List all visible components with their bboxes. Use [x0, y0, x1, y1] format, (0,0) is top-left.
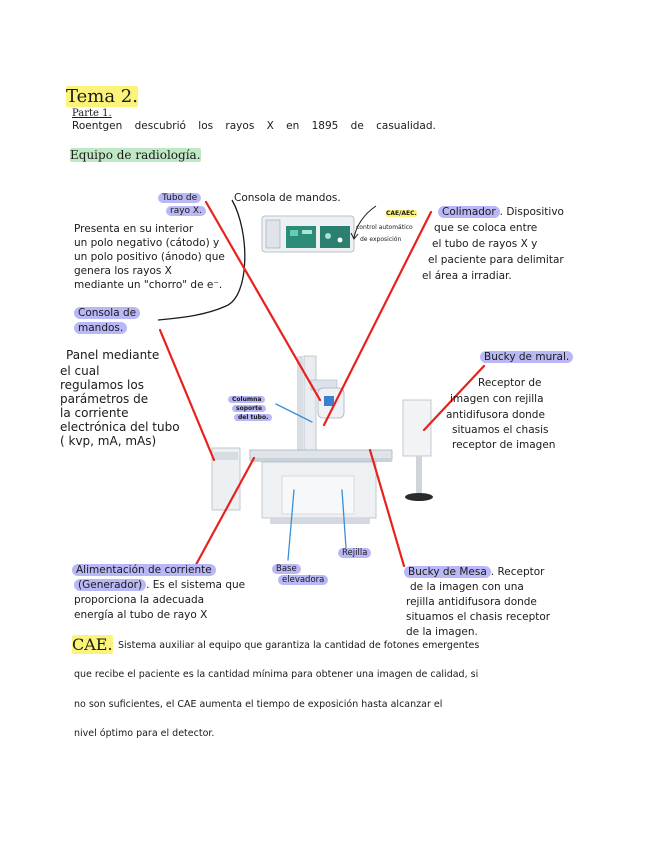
- label-tubo: Tubo de: [158, 193, 202, 204]
- bucky-mesa-description-2: de la imagen con una: [410, 581, 524, 593]
- page-title: Tema 2.: [66, 86, 138, 107]
- cae-note-1: control automático: [356, 224, 413, 231]
- label-bucky-mural: Bucky de mural.: [480, 350, 574, 364]
- cae-badge: CAE/AEC.: [386, 210, 417, 217]
- alimentacion-description-2: proporciona la adecuada: [74, 594, 205, 606]
- label-bucky-mesa: Bucky de Mesa. Receptor: [404, 565, 545, 579]
- label-alimentacion-2: (Generador). Es el sistema que: [74, 578, 245, 592]
- pointer-lines-blue: [275, 403, 347, 561]
- consola-description-7: ( kvp, mA, mAs): [60, 434, 157, 448]
- consola-description-3: regulamos los: [60, 378, 144, 392]
- label-columna-3: del tubo.: [234, 414, 273, 421]
- colimador-description-1: que se coloca entre: [434, 222, 538, 234]
- label-alimentacion: Alimentación de corriente: [72, 563, 216, 577]
- intro-line: Roentgen descubrió los rayos X en 1895 d…: [72, 120, 436, 132]
- label-tubo-2: rayo X.: [166, 206, 206, 217]
- consola-description-2: el cual: [60, 364, 100, 378]
- tubo-description-4: genera los rayos X: [74, 265, 172, 277]
- tubo-description-3: un polo positivo (ánodo) que: [74, 251, 225, 263]
- cae-line-2: que recibe el paciente es la cantidad mí…: [74, 669, 479, 680]
- tubo-description-1: Presenta en su interior: [74, 223, 194, 235]
- cae-line-4: nivel óptimo para el detector.: [74, 728, 215, 739]
- alimentacion-description-3: energía al tubo de rayo X: [74, 609, 208, 621]
- label-consola: Consola de: [74, 306, 141, 320]
- label-columna-2: soporte: [232, 405, 267, 412]
- bucky-mesa-description-4: situamos el chasis receptor: [406, 611, 551, 623]
- label-columna-1: Columna: [228, 396, 266, 403]
- bucky-mural-description-4: situamos el chasis: [452, 424, 549, 436]
- label-rejilla: Rejilla: [338, 548, 372, 558]
- colimador-description-3: el paciente para delimitar: [428, 254, 564, 266]
- consola-description-5: la corriente: [60, 406, 129, 420]
- bucky-mural-description-2: imagen con rejilla: [450, 393, 544, 405]
- colimador-description-4: el área a irradiar.: [422, 270, 512, 282]
- colimador-description-2: el tubo de rayos X y: [432, 238, 538, 250]
- bucky-mural-description-3: antidifusora donde: [446, 409, 545, 421]
- cae-line-3: no son suficientes, el CAE aumenta el ti…: [74, 699, 443, 710]
- consola-description-4: parámetros de: [60, 392, 149, 406]
- consola-bracket-curve: [157, 199, 246, 321]
- label-colimador: Colimador. Dispositivo: [438, 205, 564, 219]
- bucky-mural-description-1: Receptor de: [478, 377, 542, 389]
- bucky-mesa-description-5: de la imagen.: [406, 626, 478, 638]
- label-consola-2: mandos.: [74, 321, 128, 335]
- cae-title: CAE.: [72, 635, 113, 654]
- bucky-mesa-description-3: rejilla antidifusora donde: [406, 596, 537, 608]
- tubo-description-5: mediante un "chorro" de e⁻.: [74, 279, 223, 291]
- control-console-image: [261, 215, 355, 253]
- section-heading: Equipo de radiología.: [70, 148, 201, 162]
- tubo-description-2: un polo negativo (cátodo) y: [74, 237, 220, 249]
- consola-description-1: Panel mediante: [66, 348, 160, 362]
- label-consola-top: Consola de mandos.: [234, 192, 341, 204]
- label-base-1: Base: [272, 564, 301, 574]
- cae-line-1: Sistema auxiliar al equipo que garantiza…: [118, 640, 480, 651]
- xray-equipment-image: [211, 355, 433, 524]
- cae-note-2: de exposición: [360, 236, 402, 243]
- pointer-lines-red: [158, 200, 486, 574]
- label-base-2: elevadora: [278, 575, 329, 585]
- consola-description-6: electrónica del tubo: [60, 420, 180, 434]
- part-label: Parte 1.: [72, 108, 112, 119]
- bucky-mural-description-5: receptor de imagen: [452, 439, 556, 451]
